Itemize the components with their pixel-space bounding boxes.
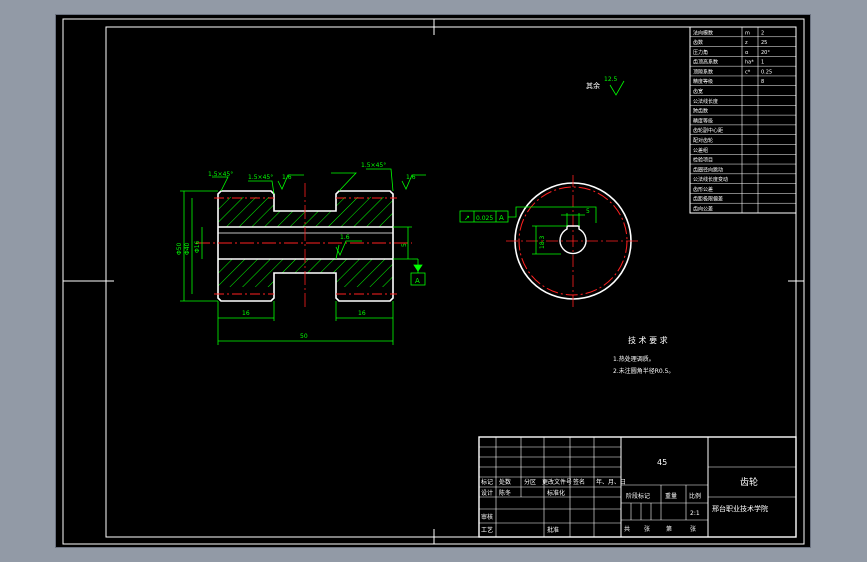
param-cell-0-0: 法向模数: [693, 29, 713, 36]
param-cell-18-0: 齿向公差: [693, 206, 713, 213]
tech-requirements: 技 术 要 求 1.热处理调质。 2.未注圆角半径R0.5。: [613, 335, 674, 375]
param-cell-7-0: 公法线长度: [693, 98, 718, 105]
part-outline: [217, 190, 394, 302]
tech-line-2: 2.未注圆角半径R0.5。: [613, 367, 674, 375]
roughness-note-symbol: [609, 80, 625, 96]
roughness-note: 其余 12.5: [586, 76, 625, 96]
roughness-label-b: 1.6: [406, 174, 416, 181]
tb-total: 共: [624, 525, 630, 533]
tolerance-datum: A: [499, 214, 504, 222]
dia-mid-label: Φ40: [184, 242, 191, 255]
param-cell-1-2: 25: [761, 40, 767, 46]
front-view: 1.5×45° 1.5×45° 1.5×45° 1.6 1.6 1.6 16 1…: [176, 162, 426, 345]
tb-part-name: 齿轮: [740, 476, 758, 488]
dim-right-side-label: 5: [401, 243, 408, 247]
chamfer-label-2: 1.5×45°: [248, 174, 273, 181]
tb-date: 年、月、日: [596, 478, 626, 486]
tb-phase: 阶段标记: [626, 492, 650, 500]
title-block: [478, 436, 797, 538]
bore-keyway: [559, 225, 587, 255]
param-cell-9-0: 精度等级: [693, 117, 713, 124]
datum-label: A: [415, 277, 420, 285]
param-cell-2-0: 压力角: [693, 49, 708, 56]
tb-sign: 签名: [573, 478, 585, 486]
param-cell-3-0: 齿顶高系数: [693, 59, 718, 66]
param-cell-4-0: 顶隙系数: [693, 68, 713, 75]
inner-border: [105, 26, 797, 538]
tech-line-1: 1.热处理调质。: [613, 355, 655, 363]
keyway-depth-label: 18.3: [539, 235, 546, 249]
param-cell-15-0: 公法线长度变动: [693, 176, 728, 183]
param-cell-0-1: m: [745, 30, 750, 36]
param-cell-5-0: 精度等级: [693, 78, 713, 85]
chamfer-label-3: 1.5×45°: [361, 162, 386, 169]
param-cell-14-0: 齿圈径向跳动: [693, 166, 723, 173]
tb-sheet: 张: [644, 525, 650, 533]
tb-page2: 张: [690, 525, 696, 533]
roughness-note-value: 12.5: [604, 76, 618, 83]
side-view: ↗ 0.025 A 5 18.3: [459, 175, 640, 307]
tech-title: 技 术 要 求: [628, 335, 668, 345]
dim-right-label: 16: [358, 310, 366, 317]
section-upper-hatch: [218, 197, 393, 227]
param-cell-8-0: 跨齿数: [693, 108, 708, 115]
tb-material: 45: [657, 458, 667, 467]
tb-company: 邢台职业技术学院: [712, 504, 768, 513]
param-cell-17-0: 齿距极限偏差: [693, 196, 723, 203]
outer-frame: [62, 18, 805, 545]
roughness-label-a: 1.6: [282, 174, 292, 181]
param-cell-1-1: z: [745, 40, 748, 46]
drawing-sheet: 法向模数 m 2 齿数 z 25 压力角 α 20° 齿顶高系数 ha* 1 顶隙系数 c* 0.25 精度等…: [55, 14, 811, 548]
param-cell-6-0: 齿宽: [693, 88, 703, 95]
drawing-canvas: 法向模数 m 2 齿数 z 25 压力角 α 20° 齿顶高系数 ha* 1 顶隙系数 c* 0.25 精度等…: [62, 18, 805, 545]
tb-page: 第: [666, 525, 672, 533]
tolerance-symbol: ↗: [464, 214, 470, 222]
param-cell-3-2: 1: [761, 60, 764, 66]
param-cell-0-2: 2: [761, 30, 764, 36]
tb-weight: 重量: [665, 492, 677, 500]
dia-bore-label: Φ16: [194, 240, 201, 253]
roughness-note-label: 其余: [586, 81, 600, 90]
tb-mark: 标记: [481, 478, 493, 486]
tb-review: 审核: [481, 513, 493, 521]
parameter-table: 法向模数 m 2 齿数 z 25 压力角 α 20° 齿顶高系数 ha* 1 顶隙系数 c* 0.25 精度等…: [689, 26, 797, 214]
param-cell-2-1: α: [745, 50, 749, 56]
dim-left-label: 16: [242, 310, 250, 317]
tb-approve: 批准: [547, 526, 559, 534]
title-block-text: 标记 处数 分区 更改文件号 签名 年、月、日 设计 陈冬 标准化 阶段标记 重…: [481, 458, 768, 534]
tb-scale-value: 2:1: [690, 510, 700, 517]
tolerance-value: 0.025: [476, 215, 493, 222]
tb-scale-label: 比例: [689, 492, 701, 500]
tb-design: 设计: [481, 489, 493, 497]
param-cell-13-0: 检验项目: [693, 157, 713, 164]
keyway-width-label: 5: [586, 208, 590, 215]
param-cell-4-1: c*: [745, 69, 751, 75]
dia-outer-label: Φ50: [176, 242, 183, 255]
param-cell-12-0: 公差组: [693, 147, 708, 154]
tb-count: 处数: [499, 478, 511, 486]
param-cell-4-2: 0.25: [761, 69, 772, 75]
tb-zone: 分区: [524, 478, 536, 486]
param-cell-11-0: 配对齿轮: [693, 137, 713, 144]
param-cell-16-0: 齿形公差: [693, 186, 713, 193]
param-cell-1-0: 齿数: [693, 39, 703, 46]
dim-total-label: 50: [300, 333, 308, 340]
param-cell-10-0: 齿轮副中心距: [693, 127, 723, 134]
tb-std: 标准化: [547, 489, 565, 497]
tb-designer: 陈冬: [499, 489, 511, 497]
param-cell-2-2: 20°: [761, 50, 770, 56]
tb-docno: 更改文件号: [542, 478, 572, 486]
tb-process: 工艺: [481, 526, 493, 534]
param-cell-5-2: 8: [761, 79, 764, 85]
roughness-label-c: 1.6: [340, 234, 350, 241]
param-cell-3-1: ha*: [745, 60, 754, 66]
chamfer-label-1: 1.5×45°: [208, 171, 233, 178]
